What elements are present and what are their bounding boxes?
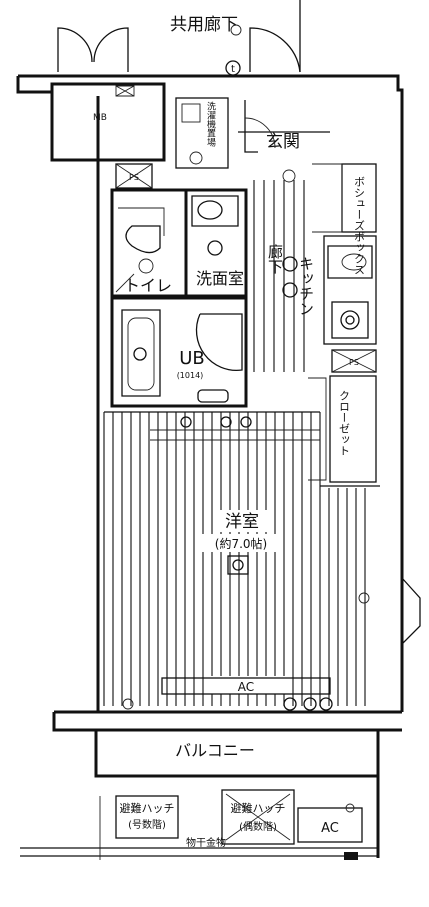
drying-rack-label: 物干金物: [186, 836, 226, 849]
closet-label: クローゼット: [338, 390, 351, 456]
western-room-label: 洋室: [225, 512, 259, 532]
mb-box: [50, 82, 166, 162]
meter-label: t: [231, 64, 235, 75]
ac-room-label: AC: [238, 680, 254, 694]
shoe-box-label: ボシューズボックス: [353, 176, 366, 275]
bath-size-label: (1014): [177, 371, 204, 380]
washer-space: [175, 97, 229, 169]
bath-room: [110, 296, 248, 408]
ps-top-label: PS: [129, 173, 139, 182]
outer-walls: [16, 74, 404, 858]
hatch-right-sub-label: (偶数階): [239, 820, 277, 833]
ps-mid-box: [331, 349, 377, 373]
ps-mid-label: PS: [349, 358, 359, 367]
hatch-right: [221, 789, 295, 845]
corridor-label: 共用廊下: [170, 15, 238, 35]
ps-top-box: [115, 163, 153, 189]
western-room-floor: [103, 412, 366, 706]
closet: [329, 375, 377, 483]
washroom: [184, 188, 248, 298]
ac-balcony-label: AC: [321, 821, 339, 836]
ac-unit-room: [161, 677, 331, 695]
washroom-label: 洗面室: [196, 269, 244, 288]
ac-unit-balcony: [297, 807, 363, 843]
window-right: [401, 577, 421, 645]
balcony-outline: [52, 712, 378, 778]
kitchen-counter: [323, 235, 377, 345]
bath-label: UB: [179, 348, 205, 369]
mb-label: MB: [93, 113, 107, 123]
kitchen-label: キッチン: [297, 256, 315, 316]
hatch-left-label: 避難ハッチ: [120, 801, 175, 815]
western-room-size-label: (約7.0帖): [215, 536, 267, 551]
hatch-left: [115, 795, 179, 839]
hallway-label: 廊下: [266, 244, 284, 274]
corridor-doors: [57, 0, 301, 73]
hatch-left-sub-label: (号数階): [128, 818, 166, 831]
washer-space-label: 洗濯機置場: [205, 100, 216, 147]
hallway-floor: [253, 180, 305, 372]
entrance-label: 玄関: [266, 132, 300, 152]
balcony-label: バルコニー: [175, 741, 255, 760]
hatch-right-label: 避難ハッチ: [231, 801, 286, 815]
toilet-label: トイレ: [124, 276, 172, 295]
